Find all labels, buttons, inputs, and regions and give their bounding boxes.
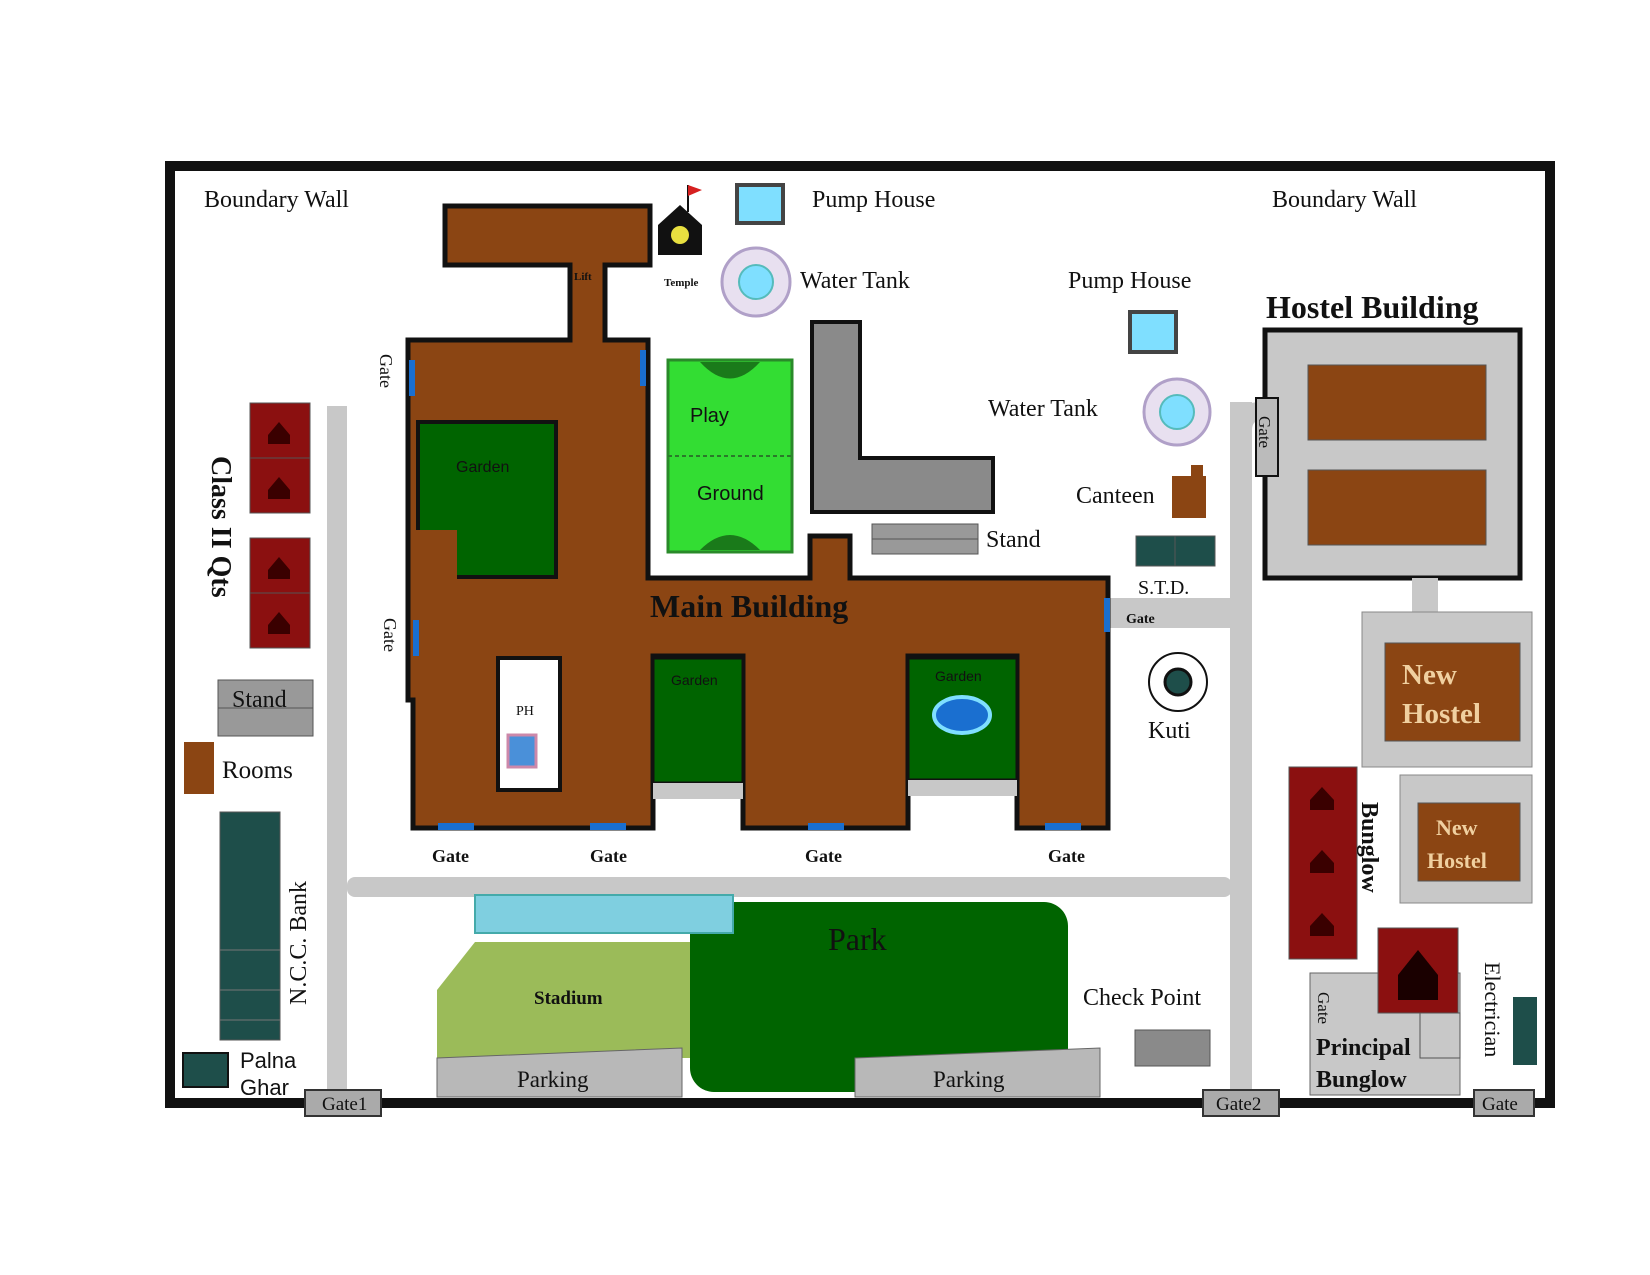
electrician-label: Electrician <box>1480 962 1505 1057</box>
gate-label-3: Gate <box>805 846 842 866</box>
gate-label-4: Gate <box>1048 846 1085 866</box>
roads <box>327 402 1262 1096</box>
hostel-block-2 <box>1307 469 1487 546</box>
pump-house-2-label: Pump House <box>1068 268 1191 294</box>
new-hostel-1-line2: Hostel <box>1402 698 1481 730</box>
boundary-wall-right-label: Boundary Wall <box>1272 187 1417 213</box>
bunglow-label-2: Bunglow <box>1316 1067 1407 1093</box>
gate3-box <box>1473 1089 1535 1117</box>
gate-label-left-1: Gate <box>376 354 396 388</box>
ph-icon <box>506 733 538 769</box>
gate1-label: Gate1 <box>322 1094 367 1115</box>
water-tank-1-label: Water Tank <box>800 268 910 294</box>
temple-label: Temple <box>664 277 699 289</box>
temple-icon <box>658 185 702 255</box>
play-ground <box>666 358 794 554</box>
parking-right-label: Parking <box>933 1067 1005 1092</box>
gate-label-principal: Gate <box>1314 992 1333 1024</box>
boundary-wall-left-label: Boundary Wall <box>204 187 349 213</box>
gate-label-5: Gate <box>1126 612 1155 627</box>
principal-label: Principal <box>1316 1035 1411 1061</box>
ncc-bank-label: N.C.C. Bank <box>286 881 312 1005</box>
new-hostel-2-line2: Hostel <box>1427 848 1487 873</box>
check-point-block <box>1134 1029 1211 1067</box>
std-label: S.T.D. <box>1138 577 1189 599</box>
ph-label: PH <box>516 704 534 719</box>
garden-right <box>906 656 1019 782</box>
new-hostel-1-line1: New <box>1402 659 1457 691</box>
class-ii-qts-label: Class II Qts <box>205 456 236 598</box>
fountain-icon <box>932 695 992 735</box>
stand-left-label: Stand <box>232 687 287 713</box>
garden-left-label: Garden <box>456 459 509 476</box>
pump-house-1-label: Pump House <box>812 187 935 213</box>
water-tank-2-label: Water Tank <box>988 396 1098 422</box>
garden-right-label: Garden <box>935 668 982 684</box>
electrician-block <box>1513 997 1537 1065</box>
swimming-pool <box>474 894 734 934</box>
gate-markers <box>409 350 1110 830</box>
kuti-label: Kuti <box>1148 718 1191 744</box>
park <box>690 902 1068 1092</box>
gate-label-hostel: Gate <box>1255 416 1274 448</box>
palna-label: Palna <box>240 1048 297 1073</box>
ground-label: Ground <box>697 483 764 505</box>
hostel-gate <box>1255 397 1279 477</box>
pump-house-2 <box>1128 310 1178 354</box>
hostel-building-label: Hostel Building <box>1266 289 1479 325</box>
park-label: Park <box>828 921 887 957</box>
ncc-bank-block <box>219 811 281 1041</box>
garden-mid <box>651 656 745 785</box>
parking-right <box>854 1047 1101 1098</box>
lift-label: Lift <box>574 271 592 283</box>
new-hostel-1 <box>1384 642 1521 742</box>
principal-house <box>1377 927 1459 1014</box>
palna-ghar-block <box>182 1052 229 1088</box>
rooms-label: Rooms <box>222 757 293 784</box>
canteen-label: Canteen <box>1076 483 1155 509</box>
new-hostel-2 <box>1417 802 1521 882</box>
gate2-label: Gate2 <box>1216 1094 1261 1115</box>
check-point-label: Check Point <box>1083 985 1201 1011</box>
canteen-block <box>1172 476 1206 518</box>
new-hostel-2-line1: New <box>1436 815 1478 840</box>
play-label: Play <box>690 405 729 427</box>
gate2-box <box>1202 1089 1280 1117</box>
stadium-label: Stadium <box>534 988 603 1009</box>
gate-label-2: Gate <box>590 846 627 866</box>
pump-house-1 <box>735 183 785 225</box>
gate-label-left-2: Gate <box>380 618 400 652</box>
parking-left-label: Parking <box>517 1067 589 1092</box>
l-block <box>810 320 995 514</box>
main-building-label: Main Building <box>650 588 848 624</box>
garden-mid-label: Garden <box>671 672 718 688</box>
gate-label-1: Gate <box>432 846 469 866</box>
bunglow-label: Bunglow <box>1356 802 1382 893</box>
ph-block <box>496 656 562 792</box>
main-building <box>405 203 1111 831</box>
class-ii-qts <box>249 402 311 649</box>
gate1-box <box>304 1089 382 1117</box>
gate3-label: Gate <box>1482 1094 1518 1115</box>
rooms-block <box>184 742 214 794</box>
ghar-label: Ghar <box>240 1075 289 1100</box>
stand-top-label: Stand <box>986 527 1041 553</box>
stadium <box>437 942 690 1058</box>
parking-left <box>436 1047 683 1098</box>
hostel-block-1 <box>1307 364 1487 441</box>
